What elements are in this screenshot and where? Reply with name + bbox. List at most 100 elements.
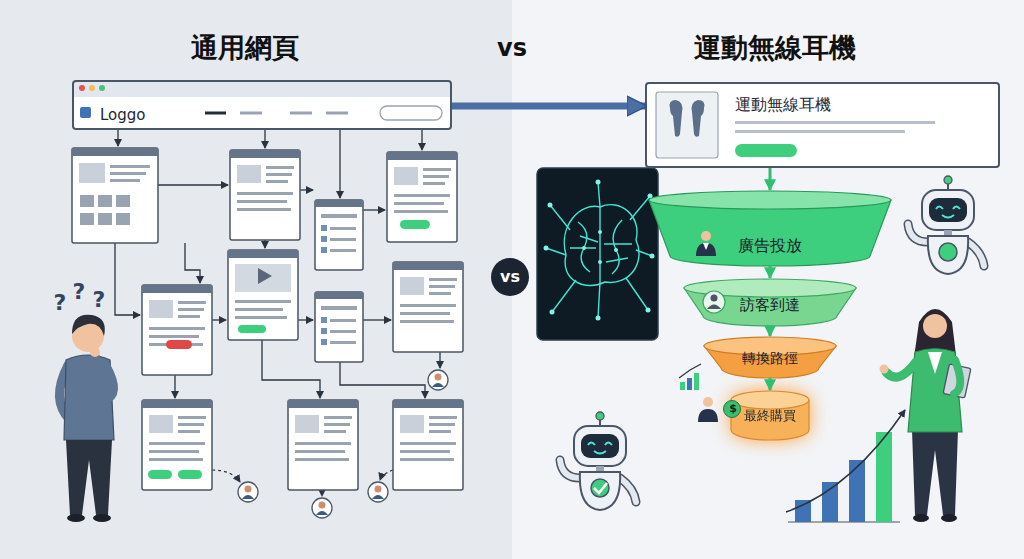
funnel-icon — [701, 231, 711, 241]
funnel-arrow — [769, 266, 772, 278]
browser-controls — [240, 112, 262, 115]
growth-chart — [849, 460, 865, 522]
wireframe-link — [363, 209, 385, 210]
wireframe-link — [185, 243, 200, 283]
presenter-woman — [913, 514, 929, 522]
funnel-icon — [703, 243, 709, 250]
connector-group — [452, 106, 645, 107]
presenter-woman — [880, 309, 971, 522]
visitor-avatar — [312, 498, 332, 518]
browser-controls — [79, 85, 442, 120]
wireframe-page — [238, 325, 266, 333]
confused-person — [66, 440, 112, 515]
connector-group — [770, 326, 771, 336]
funnel-arrow — [769, 378, 772, 390]
confused-person — [95, 356, 114, 400]
product-thumbnail — [656, 92, 935, 158]
wireframe-page — [228, 250, 298, 340]
browser-controls — [326, 112, 348, 115]
wireframe-page — [98, 195, 112, 207]
connector-group — [770, 168, 771, 190]
vs-badge — [491, 258, 529, 296]
funnel-icon — [679, 231, 725, 422]
growth-chart — [795, 500, 811, 522]
wireframe-page — [230, 150, 300, 240]
funnel-icon — [698, 409, 718, 422]
browser-controls — [80, 107, 91, 118]
versus-label: vs — [500, 267, 520, 286]
node-text: 轉換路徑 — [703, 350, 837, 367]
browser-header: Loggo — [72, 80, 452, 130]
wireframe-page — [110, 179, 140, 182]
flow-arrow — [452, 103, 645, 110]
visitor-avatar — [428, 370, 448, 390]
wireframe-link — [115, 243, 140, 315]
question-mark: ? — [73, 279, 86, 305]
ai-brain-panel — [570, 236, 632, 262]
growth-chart — [822, 482, 838, 522]
funnel-outline — [731, 391, 809, 409]
wireframe-page — [110, 172, 146, 175]
connector-group — [770, 378, 771, 390]
wireframe-link — [300, 189, 313, 190]
wireframe-page — [148, 470, 172, 479]
wireframe-page — [80, 195, 94, 207]
wireframe-link — [117, 130, 118, 146]
ai-brain-panel — [598, 260, 602, 264]
ai-brain-panel — [598, 230, 602, 234]
browser-controls — [79, 85, 85, 91]
connector-group — [770, 266, 771, 278]
node-text: 運動無線耳機 — [735, 95, 831, 114]
assistant-robot — [560, 412, 636, 510]
wireframe-link — [158, 184, 228, 185]
ai-brain-panel — [548, 203, 553, 208]
wireframe-link — [340, 362, 425, 398]
assistant-robot — [908, 176, 984, 274]
panel-background — [512, 0, 1024, 559]
assistant-robot — [594, 483, 607, 493]
funnel-stage: 轉換路徑 — [703, 336, 837, 378]
ai-brain-panel — [612, 220, 622, 274]
presenter-woman — [941, 514, 957, 522]
wireframe-page — [79, 163, 105, 183]
product-thumbnail — [735, 121, 935, 124]
wireframe-page — [393, 400, 463, 490]
panel-title: 運動無線耳機 — [694, 32, 856, 64]
wireframe-page — [393, 262, 463, 352]
presenter-woman — [880, 365, 889, 374]
funnel-icon — [711, 295, 718, 302]
wireframe-page — [142, 285, 212, 375]
wireframe-page — [116, 213, 130, 225]
ai-brain-panel — [596, 180, 601, 185]
funnel-icon — [694, 373, 699, 390]
panel-title: 通用網頁 — [191, 32, 299, 64]
wireframe-page — [400, 220, 430, 229]
product-card: 運動無線耳機 — [645, 82, 1000, 168]
funnel-icon — [707, 305, 721, 310]
presenter-woman — [928, 352, 942, 374]
funnel-icon — [703, 291, 725, 313]
wireframe-page — [166, 340, 192, 349]
presenter-woman — [912, 430, 958, 515]
wireframe-link — [212, 470, 240, 482]
funnel-icon — [687, 378, 692, 390]
wireframe-link — [264, 130, 265, 148]
confused-person — [90, 347, 100, 357]
wireframe-page — [72, 148, 158, 156]
funnel-icon — [679, 364, 701, 378]
confused-person — [67, 514, 85, 522]
funnel-outline — [684, 279, 856, 297]
funnel-icon — [703, 397, 713, 407]
ai-brain-panel — [546, 182, 652, 318]
ai-brain-panel — [599, 207, 600, 282]
coin-badge: $ — [723, 400, 741, 418]
confused-person — [72, 315, 105, 336]
ai-brain-panel — [650, 254, 655, 259]
product-thumbnail — [670, 100, 683, 137]
funnel-arrow — [769, 168, 772, 190]
funnel-outline — [649, 200, 891, 266]
